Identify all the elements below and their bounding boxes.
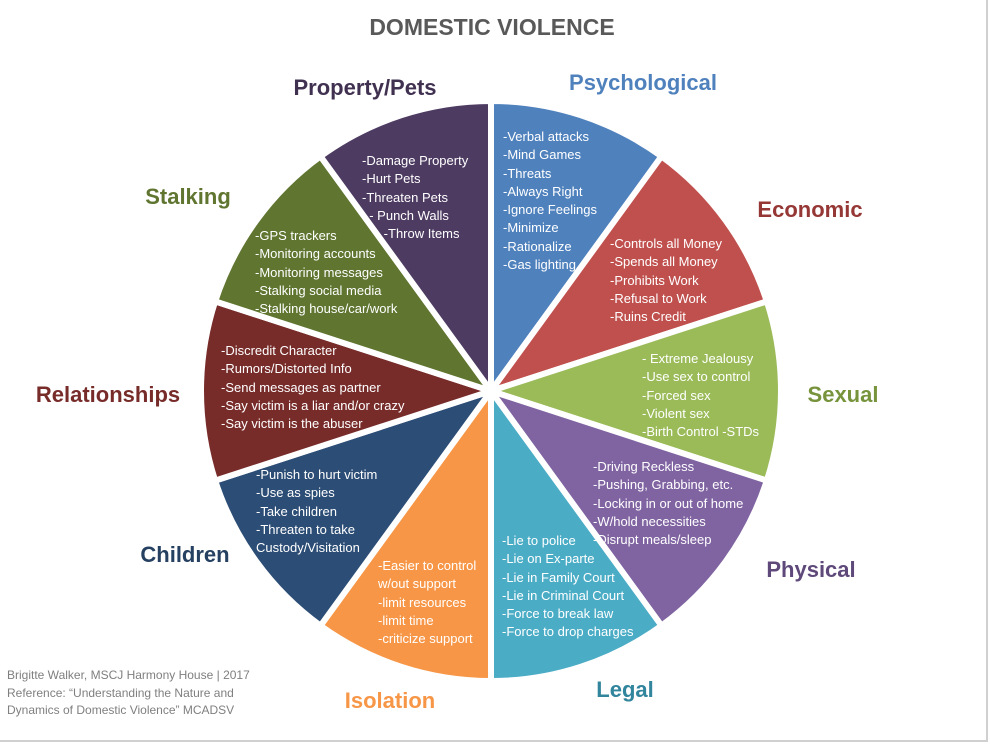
list-item: -Disrupt meals/sleep — [593, 532, 712, 548]
list-item: w/out support — [378, 576, 457, 592]
economic-items: -Controls all Money -Spends all Money -Pro… — [610, 235, 722, 326]
psychological-label: Psychological — [569, 70, 717, 95]
list-item: -Lie in Family Court — [502, 569, 615, 585]
isolation-items: -Easier to control w/out support -limit re… — [378, 557, 476, 648]
isolation-label: Isolation — [344, 688, 436, 713]
list-item: -Always Right — [503, 183, 583, 199]
list-item: -Rationalize — [503, 238, 572, 254]
list-item: -Refusal to Work — [610, 290, 707, 306]
children-items: -Punish to hurt victim -Use as spies -Take… — [256, 466, 377, 557]
list-item: -Threaten Pets — [362, 189, 448, 205]
list-item: -limit resources — [378, 594, 467, 610]
list-item: -Threats — [503, 165, 552, 181]
list-item: -Lie in Criminal Court — [502, 587, 625, 603]
slice-psychological — [488, 98, 665, 394]
list-item: - Punch Walls — [362, 207, 449, 223]
slice-relationships — [198, 298, 494, 484]
slice-property-pets — [317, 98, 494, 394]
sexual-label: Sexual — [807, 382, 879, 407]
list-item: -Mind Games — [503, 147, 582, 163]
list-item: -Lie to police — [502, 533, 576, 548]
list-item: -Minimize — [503, 220, 559, 236]
psychological-items: -Verbal attacks -Mind Games -Threats -Alway… — [503, 128, 597, 274]
list-item: -Force to drop charges — [502, 624, 634, 640]
list-item: -criticize support — [378, 631, 473, 647]
list-item: -Use sex to control — [642, 369, 751, 385]
diagram-title: DOMESTIC VIOLENCE — [369, 14, 615, 40]
physical-items: -Driving Reckless -Pushing, Grabbing, etc… — [593, 458, 743, 549]
slice-legal — [488, 388, 665, 684]
list-item: -limit time — [378, 612, 434, 628]
credit: Brigitte Walker, MSCJ Harmony House | 20… — [7, 667, 250, 720]
list-item: -Take children — [256, 503, 337, 519]
economic-label: Economic — [757, 197, 863, 222]
list-item: -Gas lighting — [503, 257, 576, 273]
list-item: -Pushing, Grabbing, etc. — [593, 477, 734, 493]
list-item: -Easier to control — [378, 558, 477, 573]
credit-line: Dynamics of Domestic Violence” MCADSV — [7, 703, 235, 717]
slice-isolation — [317, 388, 494, 684]
list-item: -Ignore Feelings — [503, 202, 597, 218]
credit-line: Brigitte Walker, MSCJ Harmony House | 20… — [7, 668, 250, 682]
list-item: -Rumors/Distorted Info — [221, 361, 352, 377]
physical-label: Physical — [766, 557, 856, 582]
list-item: -Stalking social media — [255, 282, 382, 298]
list-item: Custody/Visitation — [256, 540, 360, 556]
list-item: -Hurt Pets — [362, 171, 421, 187]
list-item: -Prohibits Work — [610, 272, 699, 288]
list-item: -Use as spies — [256, 485, 335, 501]
slice-stalking — [212, 153, 494, 394]
list-item: -Monitoring accounts — [255, 246, 376, 262]
list-item: -GPS trackers — [255, 228, 337, 243]
children-label: Children — [140, 542, 230, 567]
list-item: -Lie on Ex-parte — [502, 551, 595, 567]
list-item: -Locking in or out of home — [593, 495, 744, 511]
list-item: -Spends all Money — [610, 254, 718, 270]
property-pets-items: -Damage Property -Hurt Pets -Threaten Pets… — [362, 152, 468, 243]
list-item: -Ruins Credit — [610, 309, 686, 325]
slice-physical — [488, 388, 770, 629]
relationships-label: Relationships — [35, 382, 181, 407]
list-item: -Forced sex — [642, 387, 711, 403]
list-item: -Damage Property — [362, 153, 469, 168]
list-item: -Verbal attacks — [503, 129, 589, 144]
slice-children — [212, 388, 494, 629]
list-item: -Say victim is a liar and/or crazy — [221, 397, 405, 413]
relationships-items: -Discredit Character -Rumors/Distorted In… — [221, 342, 405, 433]
list-item: -Throw Items — [362, 226, 460, 242]
list-item: -Birth Control -STDs — [642, 424, 760, 440]
credit-line: Reference: “Understanding the Nature and — [7, 685, 234, 700]
list-item: - Extreme Jealousy — [642, 351, 754, 366]
slice-sexual — [488, 298, 784, 484]
list-item: -Discredit Character — [221, 343, 337, 358]
stalking-label: Stalking — [145, 184, 231, 209]
list-item: -Monitoring messages — [255, 264, 383, 280]
slice-economic — [488, 153, 770, 394]
list-item: -Say victim is the abuser — [221, 416, 363, 432]
list-item: -Driving Reckless — [593, 459, 695, 474]
list-item: -Stalking house/car/work — [255, 301, 398, 317]
list-item: -Violent sex — [642, 405, 710, 421]
sexual-items: - Extreme Jealousy -Use sex to control -Fo… — [642, 350, 759, 441]
stalking-items: -GPS trackers -Monitoring accounts -Monito… — [255, 227, 397, 318]
list-item: -Force to break law — [502, 606, 614, 622]
list-item: -Punish to hurt victim — [256, 467, 378, 482]
list-item: -Send messages as partner — [221, 379, 381, 395]
legal-items: -Lie to police -Lie on Ex-parte -Lie in Fa… — [502, 532, 634, 642]
legal-label: Legal — [596, 677, 654, 702]
list-item: -W/hold necessities — [593, 513, 706, 529]
list-item: -Controls all Money — [610, 236, 722, 251]
list-item: -Threaten to take — [256, 521, 355, 537]
property-pets-label: Property/Pets — [293, 75, 437, 100]
